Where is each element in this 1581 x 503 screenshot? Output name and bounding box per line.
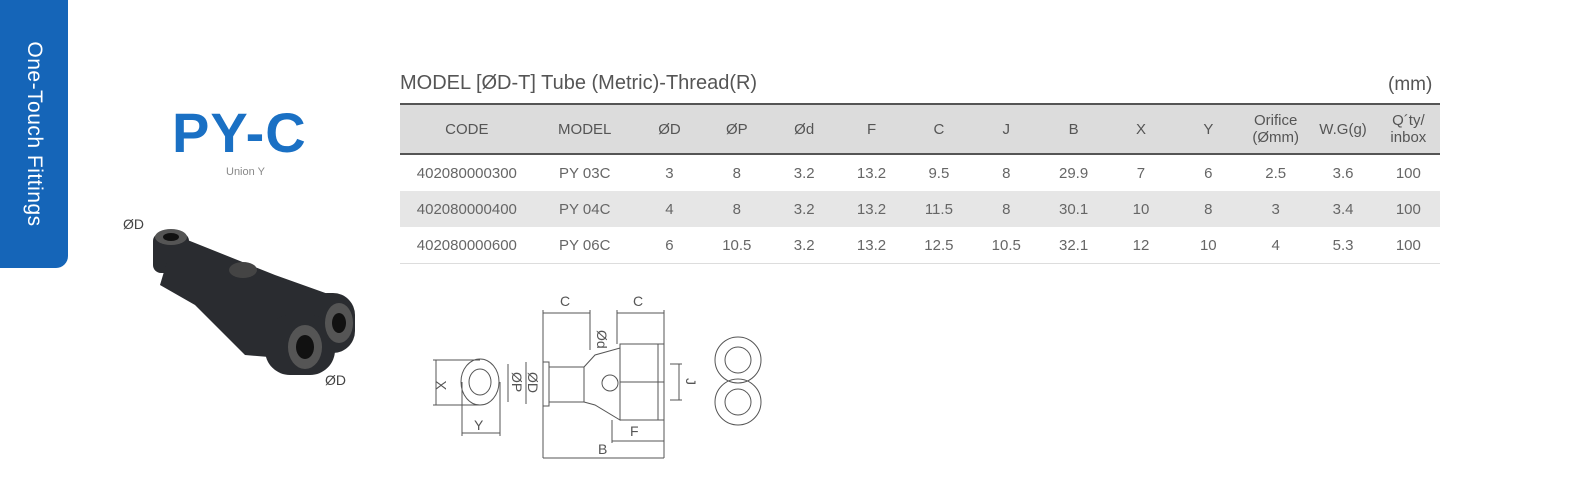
- table-cell: 12: [1132, 236, 1150, 254]
- table-caption: MODEL [ØD-T] Tube (Metric)-Thread(R): [400, 72, 758, 94]
- table-cell: 8: [1002, 200, 1011, 218]
- column-header: Q´ty/ inbox: [1390, 112, 1427, 146]
- table-unit: (mm): [1388, 74, 1433, 95]
- column-header: ØD: [658, 120, 681, 138]
- column-header: C: [933, 120, 945, 138]
- dim-b: B: [598, 441, 607, 457]
- column-header: J: [1002, 120, 1010, 138]
- table-cell: 100: [1395, 236, 1421, 254]
- table-cell: 8: [1204, 200, 1213, 218]
- spec-table: CODE MODEL ØD ØP Ød F C J B X Y Orifice (Ømm) W.G(g)…: [400, 103, 1440, 264]
- table-cell: 13.2: [856, 236, 887, 254]
- table-cell: 4: [665, 200, 674, 218]
- column-header: Ød: [794, 120, 815, 138]
- column-header: Orifice (Ømm): [1252, 112, 1299, 146]
- od-label-bottom: ØD: [325, 372, 346, 388]
- dim-op: ØP: [509, 372, 525, 392]
- table-cell: 6: [665, 236, 674, 254]
- category-tab-label: One-Touch Fittings: [23, 41, 46, 227]
- column-header: ØP: [725, 120, 748, 138]
- table-cell: 4: [1271, 236, 1280, 254]
- table-cell: 3: [1271, 200, 1280, 218]
- product-title: PY-C: [172, 101, 307, 164]
- table-cell: 6: [1204, 164, 1213, 182]
- table-cell: 100: [1395, 200, 1421, 218]
- table-row: 402080000400 PY 04C 4 8 3.2 13.2 11.5 8 30.1 10 8 3…: [400, 191, 1440, 227]
- table-cell: 3.2: [793, 164, 815, 182]
- table-cell: 402080000600: [416, 236, 517, 254]
- dim-f: F: [630, 423, 639, 439]
- column-header: B: [1068, 120, 1079, 138]
- column-header: CODE: [445, 120, 489, 138]
- table-cell: 8: [732, 200, 741, 218]
- table-cell: 13.2: [856, 200, 887, 218]
- table-row: 402080000600 PY 06C 6 10.5 3.2 13.2 12.5 10.5 32…: [400, 227, 1440, 264]
- table-cell: 32.1: [1059, 236, 1089, 254]
- table-header-row: CODE MODEL ØD ØP Ød F C J B X Y Orifice (Ømm) W.G(g)…: [400, 104, 1440, 154]
- category-tab[interactable]: One-Touch Fittings: [0, 0, 68, 268]
- table-cell: 13.2: [856, 164, 887, 182]
- table-cell: PY 06C: [559, 236, 611, 254]
- dim-y: Y: [474, 417, 484, 433]
- table-row: 402080000300 PY 03C 3 8 3.2 13.2 9.5 8 29.9 7 6 2.5…: [400, 154, 1440, 191]
- table-cell: 2.5: [1265, 164, 1287, 182]
- table-cell: PY 04C: [559, 200, 611, 218]
- table-cell: 10: [1132, 200, 1150, 218]
- dim-od-small: Ød: [594, 330, 610, 349]
- product-photo: [153, 229, 355, 375]
- table-cell: 402080000300: [416, 164, 517, 182]
- od-label-top: ØD: [123, 216, 144, 232]
- table-cell: 7: [1136, 164, 1146, 182]
- table-cell: 30.1: [1059, 200, 1089, 218]
- dimension-drawing: C C Ød X Y ØP ØD J F B: [433, 293, 762, 459]
- table-cell: 3.6: [1332, 164, 1354, 182]
- table-cell: 11.5: [924, 200, 953, 218]
- dim-x: X: [433, 380, 449, 390]
- column-header: W.G(g): [1319, 120, 1367, 138]
- table-cell: 8: [1002, 164, 1011, 182]
- dim-c2: C: [633, 293, 643, 309]
- table-cell: 100: [1395, 164, 1421, 182]
- product-subtitle: Union Y: [226, 166, 265, 178]
- table-cell: 10.5: [991, 236, 1021, 254]
- table-cell: 3.4: [1332, 200, 1354, 218]
- dim-oD: ØD: [525, 372, 541, 393]
- column-header: F: [866, 120, 877, 138]
- column-header: X: [1135, 120, 1146, 138]
- table-cell: 9.5: [928, 164, 950, 182]
- table-cell: 10: [1199, 236, 1217, 254]
- table-cell: 29.9: [1059, 164, 1089, 182]
- column-header: MODEL: [558, 120, 612, 138]
- table-cell: 5.3: [1332, 236, 1354, 254]
- table-cell: 8: [732, 164, 741, 182]
- dim-c1: C: [560, 293, 570, 309]
- column-header: Y: [1203, 120, 1214, 138]
- table-cell: 402080000400: [416, 200, 517, 218]
- dim-j: J: [683, 378, 699, 385]
- table-cell: 12.5: [924, 236, 954, 254]
- table-cell: 3.2: [793, 236, 815, 254]
- table-cell: 10.5: [722, 236, 752, 254]
- table-cell: 3.2: [793, 200, 815, 218]
- table-cell: PY 03C: [559, 164, 611, 182]
- table-cell: 3: [665, 164, 674, 182]
